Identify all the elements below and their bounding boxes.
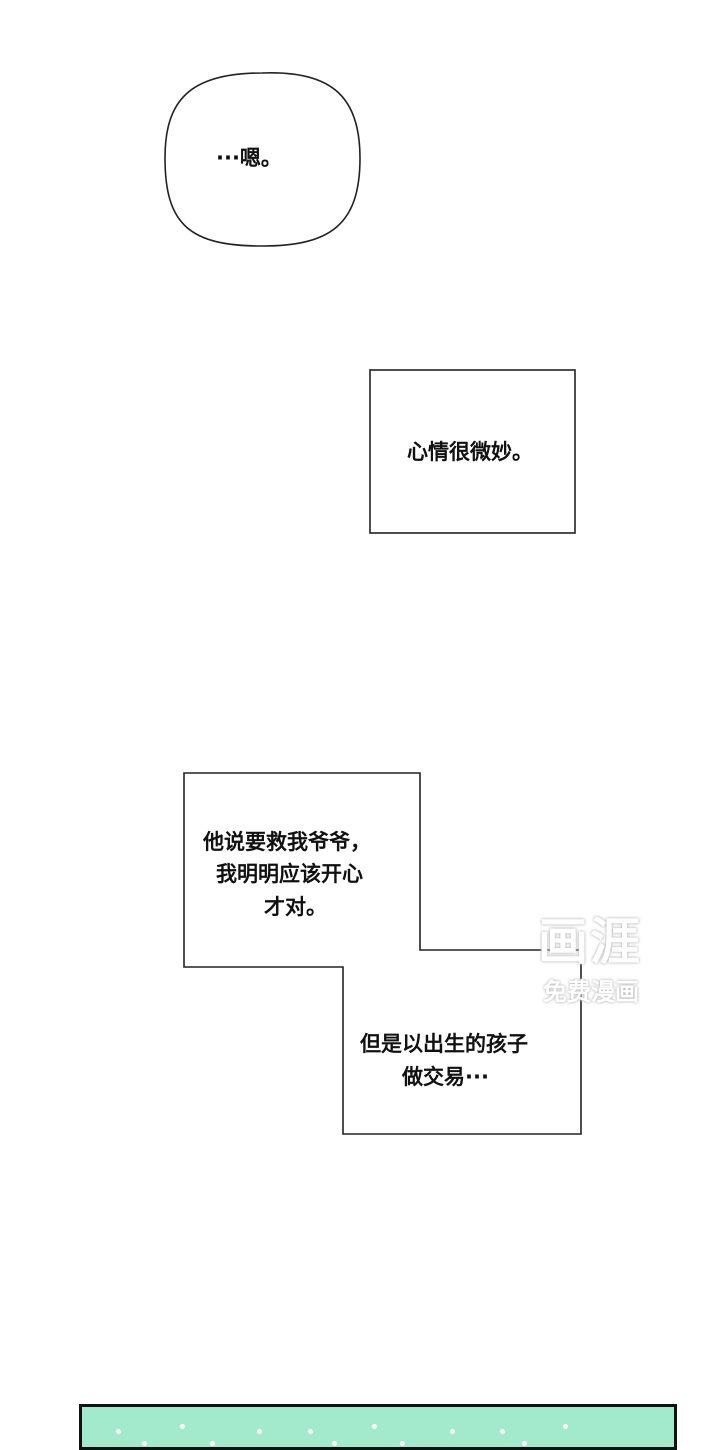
dot-pattern — [210, 1441, 215, 1446]
watermark-subtitle: 免费漫画 — [543, 978, 639, 1006]
caption-text-3-line-1: 他说要救我爷爷， — [203, 830, 371, 854]
dot-pattern — [450, 1429, 455, 1434]
next-comic-panel — [79, 1404, 677, 1450]
dot-pattern — [400, 1441, 405, 1446]
caption-text-3-line-2: 我明明应该开心 — [216, 862, 363, 886]
round-balloon — [164, 72, 361, 247]
watermark-logo: 画涯 — [538, 913, 642, 971]
dot-pattern — [257, 1429, 262, 1434]
dot-pattern — [180, 1424, 185, 1429]
dot-pattern — [308, 1429, 313, 1434]
caption-text-2: 心情很微妙。 — [407, 440, 533, 464]
square-caption-box — [369, 369, 576, 534]
dot-pattern — [522, 1441, 527, 1446]
dot-pattern — [500, 1429, 505, 1434]
balloon-text-1: ···嗯。 — [216, 146, 282, 170]
stepped-caption-box — [183, 772, 582, 1135]
dot-pattern — [142, 1441, 147, 1446]
dot-pattern — [372, 1424, 377, 1429]
dot-pattern — [116, 1429, 121, 1434]
caption-text-3-line-3: 才对。 — [264, 895, 327, 919]
caption-text-4-line-2: 做交易··· — [402, 1065, 489, 1089]
dot-pattern — [563, 1424, 568, 1429]
dot-pattern — [332, 1441, 337, 1446]
caption-text-4-line-1: 但是以出生的孩子 — [360, 1032, 528, 1056]
